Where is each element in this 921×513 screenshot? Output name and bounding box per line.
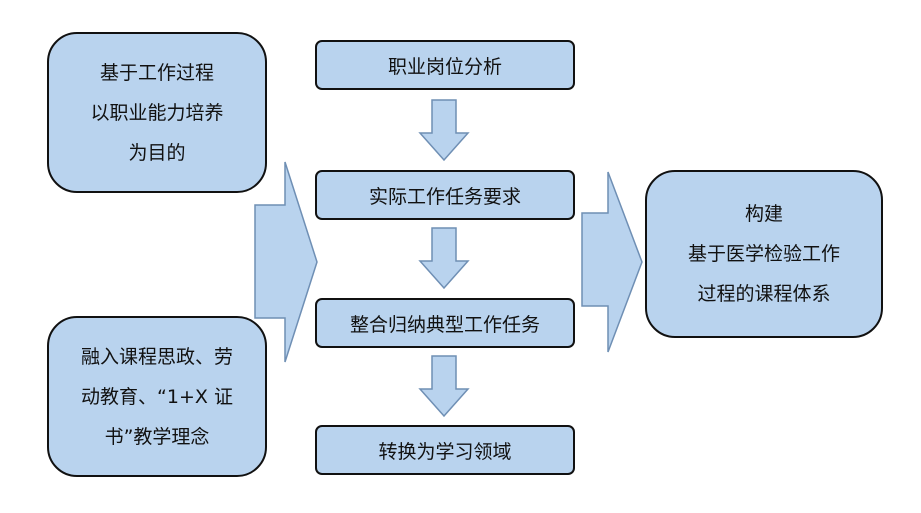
philosophy-line-1: 融入课程思政、劳 bbox=[80, 345, 233, 368]
right-big-arrow bbox=[581, 171, 643, 353]
step-learning-fields: 转换为学习领域 bbox=[315, 425, 575, 475]
left-big-arrow bbox=[254, 161, 318, 363]
curriculum-line-2: 基于医学检验工作 bbox=[687, 243, 840, 265]
step-1-label: 职业岗位分析 bbox=[387, 55, 502, 78]
curriculum-box: 构建 基于医学检验工作 过程的课程体系 bbox=[645, 170, 883, 338]
step-work-requirements: 实际工作任务要求 bbox=[315, 170, 575, 220]
down-arrow-3 bbox=[418, 355, 470, 418]
step-2-label: 实际工作任务要求 bbox=[368, 185, 521, 208]
curriculum-line-1: 构建 bbox=[744, 203, 783, 225]
step-job-analysis: 职业岗位分析 bbox=[315, 40, 575, 90]
philosophy-box: 融入课程思政、劳 动教育、“1+X 证 书”教学理念 bbox=[47, 316, 267, 477]
goal-box: 基于工作过程 以职业能力培养 为目的 bbox=[47, 32, 267, 193]
philosophy-line-2: 动教育、“1+X 证 bbox=[81, 385, 233, 408]
down-arrow-1 bbox=[418, 99, 470, 162]
step-3-label: 整合归纳典型工作任务 bbox=[349, 313, 540, 336]
down-arrow-2 bbox=[418, 227, 470, 290]
goal-line-2: 以职业能力培养 bbox=[90, 101, 224, 124]
step-4-label: 转换为学习领域 bbox=[378, 440, 512, 463]
step-typical-tasks: 整合归纳典型工作任务 bbox=[315, 298, 575, 348]
goal-line-3: 为目的 bbox=[128, 141, 186, 164]
goal-line-1: 基于工作过程 bbox=[99, 61, 214, 84]
philosophy-line-3: 书”教学理念 bbox=[104, 425, 210, 448]
curriculum-line-3: 过程的课程体系 bbox=[697, 283, 831, 305]
